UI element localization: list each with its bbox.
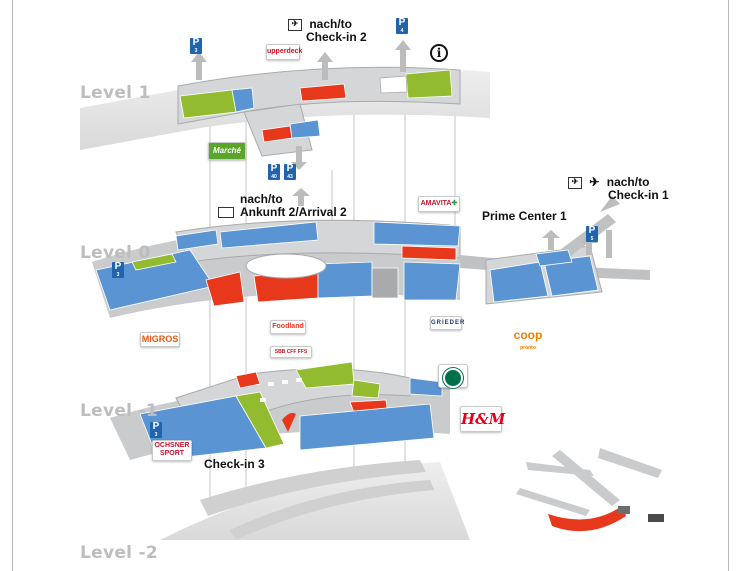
suitcase-icon: [218, 207, 234, 219]
parking-letter: P: [152, 421, 160, 432]
level-minus-1-escalator-icon: [282, 412, 296, 432]
parking-number: 5: [590, 236, 594, 242]
arrival-2-line-1: nach/to: [240, 192, 283, 206]
frame-right-edge: [728, 0, 729, 571]
parking-p40-sign: P 40: [268, 164, 280, 180]
parking-number: 3: [116, 272, 120, 278]
checkin-3-label: Check-in 3: [204, 457, 265, 471]
level-0-atrium-void: [245, 253, 327, 279]
parking-letter: P: [114, 261, 122, 272]
parking-letter: P: [398, 17, 406, 28]
ochsner-line-1: OCHSNER: [154, 442, 190, 449]
checkin-1-line-1: nach/to: [606, 175, 650, 189]
gates-inset-map: [516, 448, 664, 532]
level-1-label: Level 1: [80, 83, 151, 103]
ochsner-line-2: SPORT: [159, 450, 185, 457]
parking-lower-sign: P 3: [150, 422, 162, 438]
checkin-2-line-1: nach/to: [309, 17, 353, 31]
checkin-1-line-2: Check-in 1: [608, 188, 669, 202]
parking-p43-sign: P 43: [284, 164, 296, 180]
level-minus-2-floor: [160, 460, 470, 540]
coop-text: coop: [513, 328, 543, 342]
plane-icon: ✈: [288, 18, 302, 31]
parking-number: 43: [287, 174, 293, 180]
parking-letter: P: [270, 163, 278, 174]
level-minus-2-label: Level -2: [80, 543, 159, 563]
amavita-logo: AMAVITA✚: [418, 196, 460, 212]
parking-letter: P: [286, 163, 294, 174]
hm-logo: H&M: [460, 406, 505, 432]
parking-number: 3: [154, 432, 158, 438]
parking-number: 3: [194, 48, 198, 54]
checkin-1-annotation: ✈ ✈ nach/to Check-in 1: [568, 176, 669, 202]
parking-letter: P: [192, 37, 200, 48]
arrival-2-annotation: nach/to Ankunft 2/Arrival 2: [218, 193, 347, 219]
checkin-2-annotation: ✈ nach/to Check-in 2: [288, 18, 367, 44]
sbb-logo: SBB CFF FFS: [270, 346, 312, 358]
coop-logo: coop pronto: [510, 328, 546, 351]
starbucks-siren-icon: [443, 368, 463, 388]
parking-number: 40: [271, 174, 277, 180]
info-icon: i: [430, 44, 448, 62]
checkin-2-line-2: Check-in 2: [306, 30, 367, 44]
parking-p3-left-sign: P 3: [112, 262, 124, 278]
parking-number: 4: [400, 28, 404, 34]
parking-p5-sign: P 5: [586, 226, 598, 242]
level-minus-1-marks: [260, 378, 302, 402]
departure-icon: ✈: [589, 175, 600, 189]
starbucks-logo: [438, 364, 468, 388]
prime-center-label: Prime Center 1: [482, 209, 567, 223]
level-0-shops: [95, 221, 599, 311]
frame-left-edge: [12, 0, 13, 571]
level-minus-1-label: Level -1: [80, 401, 159, 421]
arrival-2-line-2: Ankunft 2/Arrival 2: [240, 205, 347, 219]
ochsner-sport-logo: OCHSNER SPORT: [152, 440, 192, 461]
grieder-logo: GRIEDER: [430, 316, 464, 330]
parking-letter: P: [588, 225, 596, 236]
level-0-label: Level 0: [80, 243, 151, 263]
parking-p3-top-sign: P 3: [190, 38, 202, 54]
amavita-text: AMAVITA: [420, 200, 452, 207]
upperdeck-logo: upperdeck: [266, 44, 302, 60]
coop-sub-text: pronto: [520, 345, 536, 351]
parking-p4-top-sign: P 4: [396, 18, 408, 34]
migros-logo: MIGROS: [140, 332, 180, 347]
marche-logo: Marché: [208, 142, 246, 160]
plane-icon: ✈: [568, 176, 582, 189]
cross-icon: ✚: [451, 200, 458, 207]
foodland-logo: Foodland: [270, 320, 306, 334]
level-1-shops: [179, 69, 453, 143]
